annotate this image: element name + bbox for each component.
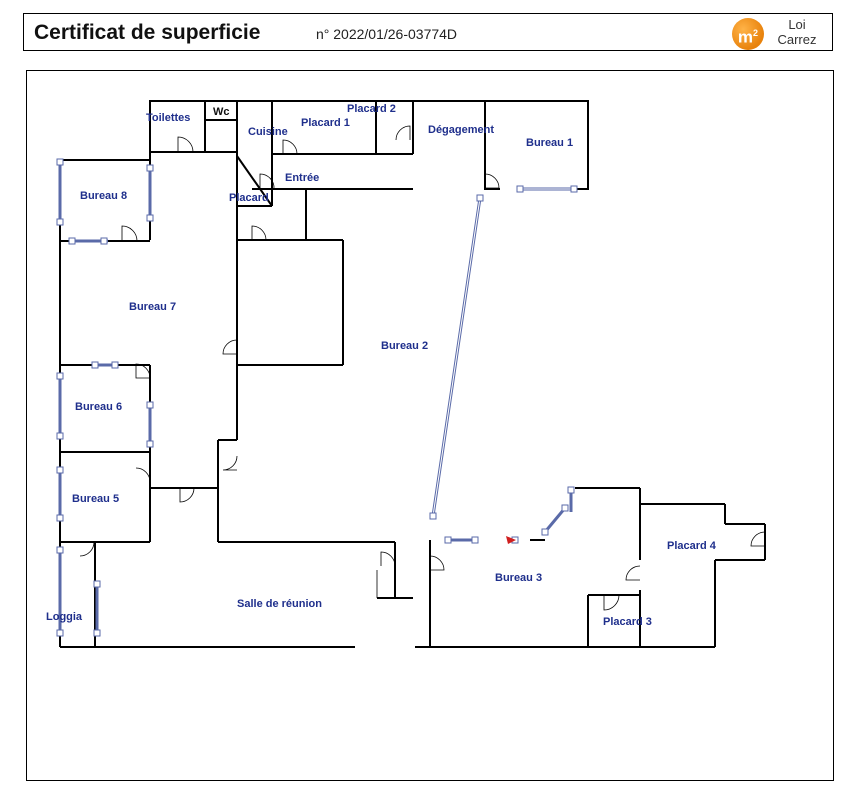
certificate-number: n° 2022/01/26-03774D: [316, 26, 458, 42]
floor-plan-frame: [26, 70, 834, 781]
room-placard-4: Placard 4: [667, 540, 717, 552]
room-entree: Entrée: [285, 172, 319, 184]
windows: [58, 162, 575, 633]
room-labels: Toilettes Wc Cuisine Placard 1 Placard 2…: [46, 103, 717, 628]
room-placard-1: Placard 1: [301, 117, 350, 129]
carrez-label: Carrez: [777, 32, 817, 47]
room-bureau-6: Bureau 6: [75, 401, 122, 413]
loi-label: Loi: [788, 17, 806, 32]
room-wc: Wc: [213, 106, 230, 118]
room-loggia: Loggia: [46, 611, 83, 623]
room-bureau-5: Bureau 5: [72, 493, 119, 505]
room-bureau-3: Bureau 3: [495, 572, 542, 584]
room-salle-de-reunion: Salle de réunion: [237, 598, 322, 610]
walls: [59, 100, 766, 648]
room-placard-3: Placard 3: [603, 616, 652, 628]
window-nodes: [56, 158, 578, 637]
red-marker-icon: [506, 536, 516, 544]
room-bureau-2: Bureau 2: [381, 340, 428, 352]
room-cuisine: Cuisine: [248, 126, 288, 138]
m2-logo-icon: m2: [732, 18, 764, 50]
room-placard-2: Placard 2: [347, 103, 396, 115]
doors: [79, 125, 766, 611]
loi-carrez-label: Loi Carrez: [772, 17, 822, 47]
room-toilettes: Toilettes: [146, 112, 190, 124]
room-bureau-8: Bureau 8: [80, 190, 127, 202]
certificate-header: Certificat de superficie n° 2022/01/26-0…: [23, 13, 833, 51]
room-degagement: Dégagement: [428, 124, 494, 136]
certificate-title: Certificat de superficie: [34, 21, 261, 44]
room-bureau-7: Bureau 7: [129, 301, 176, 313]
room-bureau-1: Bureau 1: [526, 137, 573, 149]
room-placard: Placard: [229, 192, 269, 204]
